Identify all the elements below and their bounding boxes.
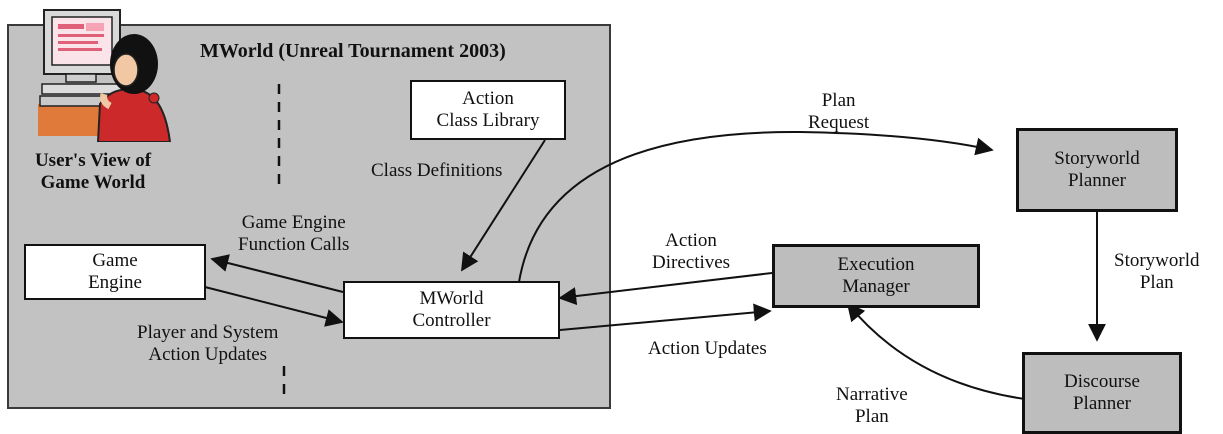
user-view-label: User's View of Game World bbox=[34, 150, 152, 193]
label-storyworld-plan: Storyworld Plan bbox=[1114, 250, 1200, 293]
game-engine-box: Game Engine bbox=[24, 244, 206, 300]
arrow-action-updates-out bbox=[559, 303, 772, 331]
label-action-directives: Action Directives bbox=[652, 230, 731, 273]
label-narrative-plan: Narrative Plan bbox=[836, 384, 908, 427]
arrow-narrative-plan bbox=[846, 302, 1053, 403]
execution-manager-box: Execution Manager bbox=[772, 244, 980, 308]
arrow-action-updates-in bbox=[204, 286, 344, 327]
action-class-library-box: Action Class Library bbox=[410, 80, 566, 140]
arrow-plan-request bbox=[518, 130, 994, 283]
arrow-function-calls bbox=[210, 254, 344, 293]
user-at-computer-icon bbox=[38, 9, 172, 142]
label-function-calls: Game Engine Function Calls bbox=[238, 212, 350, 255]
discourse-planner-box: Discourse Planner bbox=[1022, 352, 1182, 434]
region-title: MWorld (Unreal Tournament 2003) bbox=[200, 40, 506, 62]
label-plan-request: Plan Request bbox=[808, 90, 870, 133]
arrow-action-directives bbox=[558, 272, 773, 306]
label-class-definitions: Class Definitions bbox=[371, 160, 503, 181]
storyworld-planner-box: Storyworld Planner bbox=[1016, 128, 1178, 212]
mworld-controller-box: MWorld Controller bbox=[343, 281, 560, 339]
arrow-class-definitions bbox=[461, 139, 546, 272]
label-action-updates: Action Updates bbox=[648, 338, 767, 359]
label-player-system-updates: Player and System Action Updates bbox=[137, 322, 279, 365]
